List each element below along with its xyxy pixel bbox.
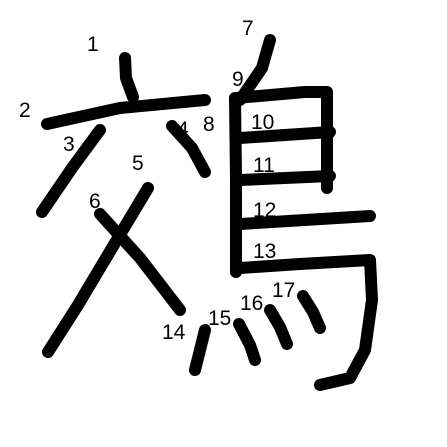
stroke-number-3: 3 — [63, 133, 75, 156]
stroke-number-11: 11 — [253, 154, 275, 177]
stroke-number-4: 4 — [177, 118, 189, 141]
stroke-number-2: 2 — [19, 99, 31, 122]
stroke-number-13: 13 — [253, 240, 276, 263]
stroke-3 — [36, 124, 106, 218]
stroke-2 — [41, 94, 211, 130]
stroke-12 — [234, 210, 376, 230]
stroke-1 — [119, 52, 139, 103]
stroke-number-12: 12 — [253, 199, 276, 222]
stroke-number-5: 5 — [132, 152, 144, 175]
stroke-number-6: 6 — [89, 190, 101, 213]
stroke-7 — [234, 34, 276, 106]
stroke-11 — [234, 170, 336, 186]
stroke-15 — [233, 318, 261, 366]
stroke-5 — [42, 182, 154, 358]
stroke-number-9: 9 — [232, 68, 244, 91]
stroke-number-8: 8 — [203, 113, 215, 136]
stroke-number-16: 16 — [240, 292, 263, 315]
stroke-4 — [166, 120, 211, 178]
stroke-number-14: 14 — [162, 321, 186, 344]
stroke-number-1: 1 — [87, 33, 99, 56]
stroke-14 — [189, 324, 211, 376]
stroke-6 — [94, 208, 186, 316]
stroke-13 — [234, 254, 378, 391]
stroke-10 — [234, 126, 336, 144]
stroke-number-17: 17 — [272, 279, 295, 302]
stroke-number-15: 15 — [208, 307, 231, 330]
stroke-16 — [264, 304, 293, 350]
stroke-number-10: 10 — [251, 111, 274, 134]
stroke-number-7: 7 — [242, 17, 254, 40]
stroke-9 — [230, 86, 333, 194]
stroke-17 — [297, 290, 326, 334]
stroke-8 — [229, 92, 242, 278]
